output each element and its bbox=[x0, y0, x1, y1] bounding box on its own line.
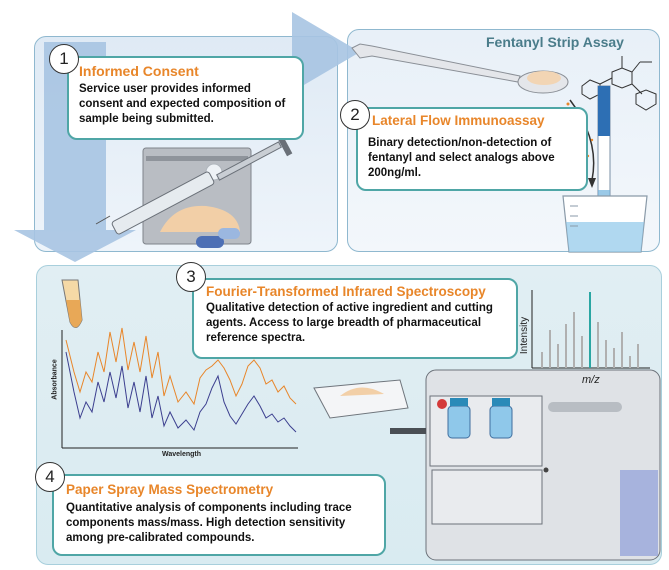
test-tube-icon bbox=[61, 279, 83, 328]
spectrum-orange bbox=[65, 327, 297, 406]
sample-dish-icon bbox=[313, 379, 409, 419]
spectrum-purple bbox=[65, 351, 297, 433]
ms-y-label: Intensity bbox=[519, 316, 531, 355]
ftir-y-label: Absorbance bbox=[51, 359, 59, 400]
step-3-box bbox=[192, 278, 518, 359]
step-3-text: Qualitative detection of active ingredie… bbox=[206, 302, 493, 344]
mass-spectrometer-icon bbox=[390, 369, 661, 561]
step-4-text: Quantitative analysis of components incl… bbox=[66, 502, 352, 544]
step-2-panel-title: Fentanyl Strip Assay bbox=[486, 34, 624, 50]
ms-chart bbox=[531, 290, 650, 369]
step-2-title: Lateral Flow Immunoassay bbox=[372, 113, 545, 128]
step-4-number: 4 bbox=[35, 462, 65, 492]
ms-x-label: m/z bbox=[582, 374, 600, 386]
step-1-number: 1 bbox=[49, 44, 79, 74]
beaker-icon bbox=[562, 195, 648, 253]
step-2-text: Binary detection/non-detection of fentan… bbox=[368, 137, 555, 179]
step-4-box bbox=[52, 474, 386, 556]
molecule-icon bbox=[581, 56, 657, 111]
ftir-x-label: Wavelength bbox=[162, 451, 202, 458]
step-1-box bbox=[67, 56, 304, 140]
ftir-chart bbox=[61, 327, 298, 449]
step-3-number: 3 bbox=[176, 262, 206, 292]
syringe-icon bbox=[95, 135, 293, 235]
step-2-number: 2 bbox=[340, 100, 370, 130]
step-1-title: Informed Consent bbox=[79, 63, 199, 79]
step-1-text: Service user provides informed consent a… bbox=[79, 83, 286, 125]
spatula-icon bbox=[351, 43, 569, 94]
pills-icon bbox=[196, 228, 240, 248]
step-3-title: Fourier-Transformed Infrared Spectroscop… bbox=[206, 284, 486, 299]
step-2-box bbox=[356, 107, 588, 191]
step-4-title: Paper Spray Mass Spectrometry bbox=[66, 482, 274, 497]
